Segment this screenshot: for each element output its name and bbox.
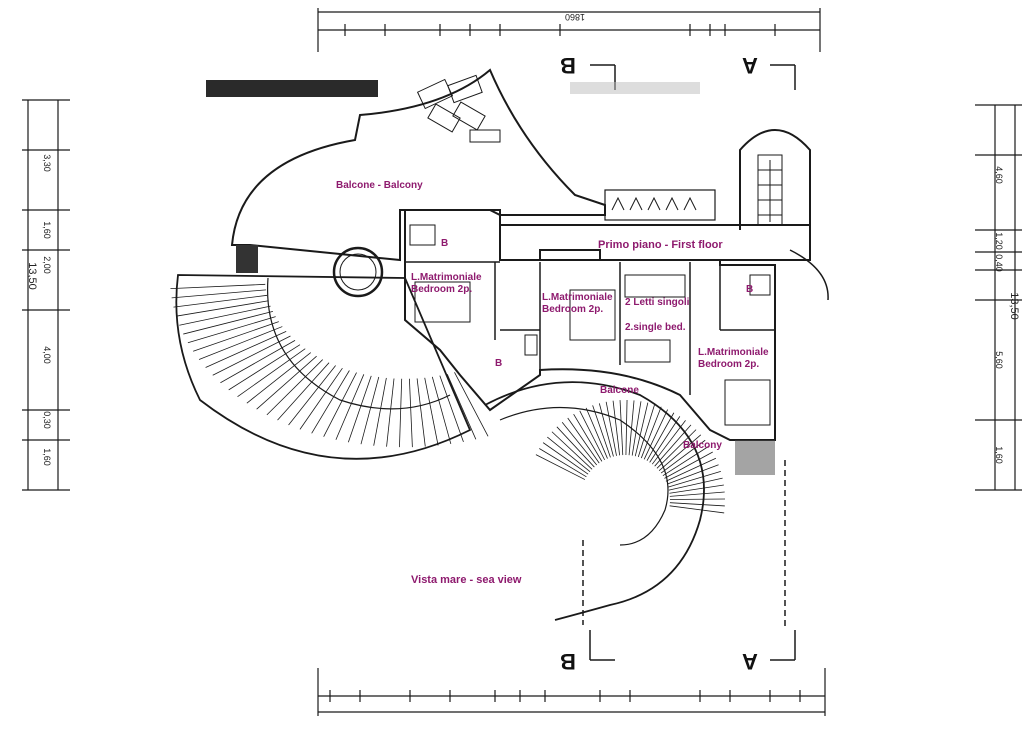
bath-fixture-3	[524, 334, 538, 356]
left-dim-4: 4,00	[41, 346, 52, 364]
title-block-bar	[206, 80, 378, 97]
bed-3	[724, 379, 771, 426]
bedroom-1-label-a: L.Matrimoniale	[411, 272, 482, 283]
bath-fixture-1	[409, 224, 436, 246]
left-dim-1: 3,30	[41, 154, 52, 172]
right-dim-3: 0,40	[993, 254, 1004, 272]
sea-view-label: Vista mare - sea view	[411, 574, 522, 586]
single-bed-label-a: 2 Letti singoli	[625, 297, 690, 308]
section-b-top: B	[560, 53, 576, 78]
bed-single-2	[624, 339, 671, 363]
bedroom-2-label-a: L.Matrimoniale	[542, 292, 613, 303]
bathroom-label-1: B	[441, 238, 449, 249]
stair-tower-steps	[757, 154, 783, 226]
corridor	[499, 224, 811, 261]
bedroom-3-label-b: Bedroom 2p.	[698, 359, 760, 370]
first-floor-label: Primo piano - First floor	[598, 239, 723, 251]
balcony-loungers	[416, 74, 501, 143]
right-dim-4: 5,60	[993, 351, 1004, 369]
main-floor-walls	[404, 209, 776, 441]
single-bed-label-b: 2.single bed.	[625, 322, 686, 333]
left-dimension-line	[22, 99, 70, 491]
balcony-label-lower: Balcony	[683, 440, 722, 451]
beds	[409, 224, 771, 426]
right-dim-2: 1,20	[993, 232, 1004, 250]
bath-fixture-2	[749, 274, 771, 296]
left-total-dimension: 13,50	[25, 262, 38, 290]
top-dimension-line	[317, 8, 821, 52]
left-dim-3: 2,00	[41, 256, 52, 274]
section-a-bottom: A	[742, 649, 758, 674]
right-spiral-staircase	[484, 381, 725, 621]
balcony-label-top: Balcone - Balcony	[336, 180, 423, 191]
top-total-dimension: 1860	[565, 12, 586, 22]
left-dim-6: 1,60	[41, 448, 52, 466]
bed-single-1	[624, 274, 686, 298]
stair-tower	[739, 129, 811, 230]
bathroom-label-2: B	[746, 284, 754, 295]
left-dim-2: 1,60	[41, 221, 52, 239]
right-dim-1: 4,60	[993, 166, 1004, 184]
balcone-label: Balcone	[600, 385, 639, 396]
corner-block	[735, 440, 775, 475]
right-total-dimension: 13,50	[1007, 292, 1020, 320]
bedroom-3-label-a: L.Matrimoniale	[698, 347, 769, 358]
upper-balcony-outline	[230, 68, 606, 262]
left-fan-staircase	[170, 274, 489, 460]
bottom-dimension-line	[317, 668, 826, 716]
section-lines	[582, 64, 796, 661]
section-b-bottom: B	[560, 649, 576, 674]
right-dim-5: 1,60	[993, 446, 1004, 464]
bed-2	[569, 289, 616, 341]
left-dim-5: 0,30	[41, 411, 52, 429]
section-a-top: A	[742, 53, 758, 78]
bedroom-2-label-b: Bedroom 2p.	[542, 304, 604, 315]
spiral-column	[332, 246, 384, 298]
planter	[604, 189, 716, 221]
right-dimension-line	[975, 104, 1022, 491]
bedroom-1-label-b: Bedroom 2p.	[411, 284, 473, 295]
bathroom-label-3: B	[495, 358, 503, 369]
room-partitions	[405, 261, 775, 395]
